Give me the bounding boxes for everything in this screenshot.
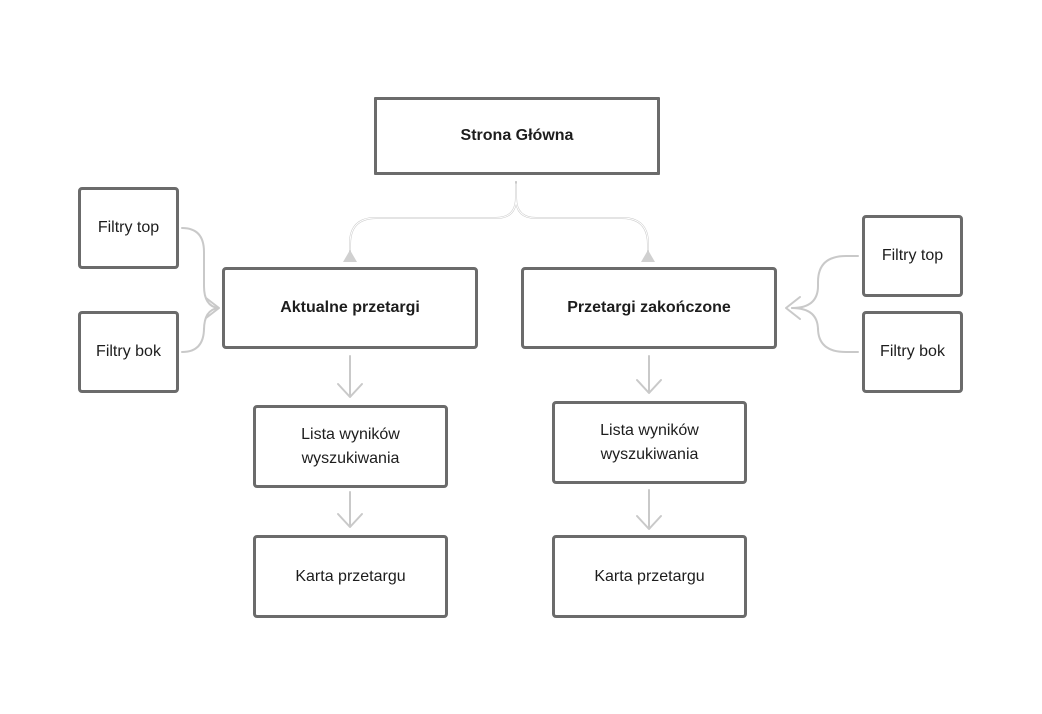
closed-card-node: Karta przetargu <box>552 535 747 618</box>
closed-results-label: Lista wyników wyszukiwania <box>600 421 699 463</box>
current-card-node: Karta przetargu <box>253 535 448 618</box>
left-filters-side-node: Filtry bok <box>78 311 179 393</box>
home-label: Strona Główna <box>460 127 574 144</box>
arrow-closed-to-results <box>636 355 662 394</box>
current-tenders-node: Aktualne przetargi <box>222 267 478 349</box>
left-filters-top-node: Filtry top <box>78 187 179 269</box>
closed-tenders-label: Przetargi zakończone <box>567 299 731 316</box>
right-filters-connector <box>785 255 859 353</box>
left-filters-connector <box>181 227 220 353</box>
current-results-node: Lista wyników wyszukiwania <box>253 405 448 488</box>
right-filters-side-label: Filtry bok <box>880 343 945 360</box>
left-filters-top-label: Filtry top <box>97 219 160 236</box>
current-results-label: Lista wyników wyszukiwania <box>301 425 400 467</box>
arrowhead-to-closed <box>641 250 655 262</box>
left-filters-side-label: Filtry bok <box>96 343 161 360</box>
closed-card-label: Karta przetargu <box>594 567 705 585</box>
right-filters-top-label: Filtry top <box>881 247 944 264</box>
closed-results-node: Lista wyników wyszukiwania <box>552 401 747 484</box>
arrow-closed-results-to-card <box>636 489 662 530</box>
right-filters-side-node: Filtry bok <box>862 311 963 393</box>
right-filters-top-node: Filtry top <box>862 215 963 297</box>
arrowhead-to-current <box>343 250 357 262</box>
current-tenders-label: Aktualne przetargi <box>280 299 420 316</box>
home-node: Strona Główna <box>374 97 660 175</box>
arrow-current-results-to-card <box>337 491 363 528</box>
home-fork-connector <box>349 181 649 257</box>
closed-tenders-node: Przetargi zakończone <box>521 267 777 349</box>
current-card-label: Karta przetargu <box>295 567 406 585</box>
arrow-current-to-results <box>337 355 363 398</box>
